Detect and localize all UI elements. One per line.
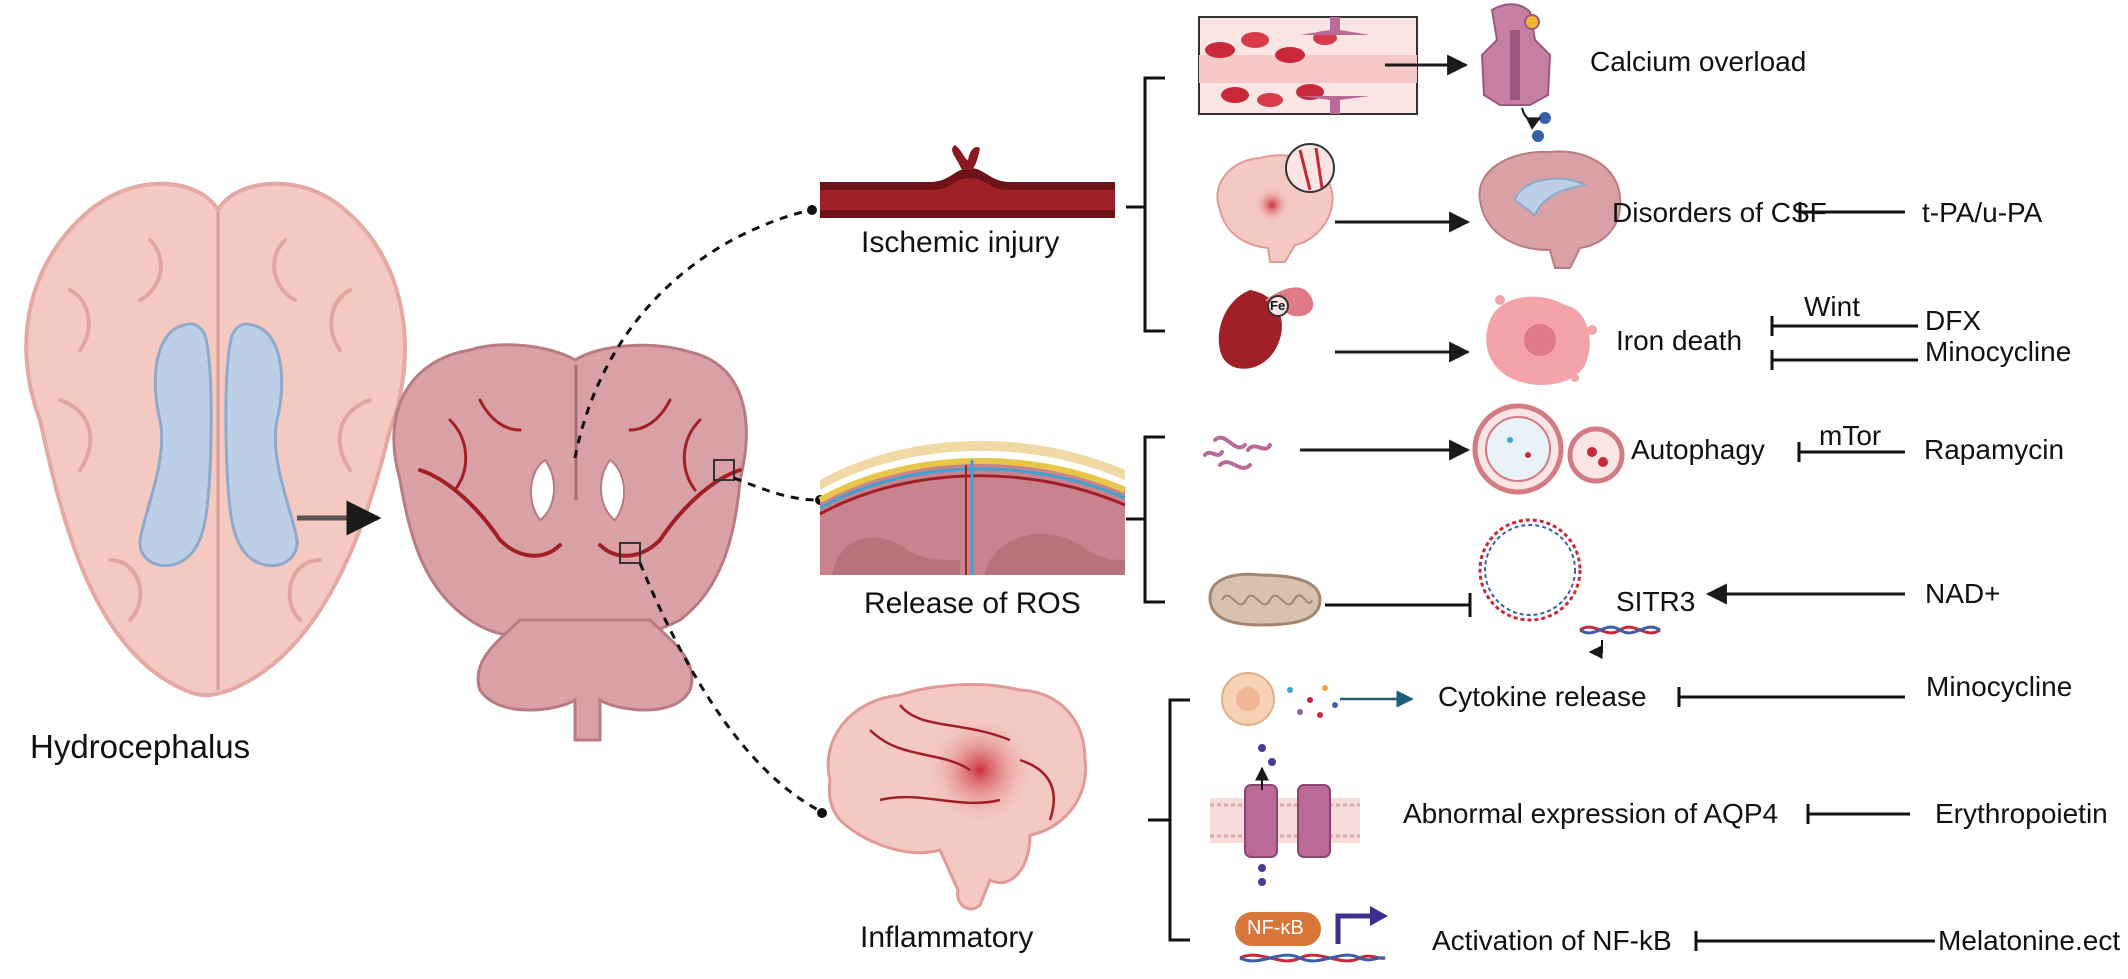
dfx-label: DFX bbox=[1925, 305, 1981, 336]
minocycline-label-2: Minocycline bbox=[1926, 671, 2073, 702]
autophagy-label: Autophagy bbox=[1631, 434, 1765, 465]
erythropoietin-label: Erythropoietin bbox=[1935, 798, 2108, 829]
rapamycin-label: Rapamycin bbox=[1924, 434, 2065, 465]
release-ros-label: Release of ROS bbox=[864, 587, 1081, 620]
brain-ventricle-illustration bbox=[1478, 150, 1622, 269]
nfkb-activation-label: Activation of NF-kB bbox=[1432, 925, 1672, 956]
fe-badge: Fe bbox=[1270, 298, 1286, 313]
inhibit-minocycline-2 bbox=[1677, 687, 1905, 707]
mitochondrion-inhibit-line bbox=[1325, 593, 1472, 617]
nfkb-badge: NF-κB bbox=[1247, 917, 1304, 939]
nfkb-illustration bbox=[1235, 906, 1388, 963]
connector-ischemic bbox=[573, 208, 811, 459]
coronal-brain-illustration bbox=[392, 343, 748, 742]
aqp4-channel-illustration bbox=[1210, 744, 1360, 886]
melatonine-label: Melatonine.ect bbox=[1938, 925, 2121, 956]
immune-cell-illustration bbox=[1221, 672, 1338, 726]
aqp4-label: Abnormal expression of AQP4 bbox=[1403, 798, 1779, 829]
connector-inflammatory bbox=[638, 562, 823, 814]
inhibit-tpa bbox=[1798, 202, 1905, 222]
mtor-label: mTor bbox=[1819, 420, 1882, 451]
mitochondrion-illustration bbox=[1208, 572, 1322, 627]
dying-cell-illustration bbox=[1486, 295, 1597, 385]
autophagosome-illustration bbox=[1472, 403, 1625, 495]
minocycline-label-1: Minocycline bbox=[1925, 336, 2072, 367]
ischemic-injury-label: Ischemic injury bbox=[861, 226, 1060, 259]
disorders-csf-label: Disorders of CSF bbox=[1612, 197, 1827, 228]
ros-cortex-illustration bbox=[818, 440, 1127, 575]
calcium-channel-illustration bbox=[1480, 3, 1552, 142]
bracket-ischemic bbox=[1126, 76, 1165, 333]
inhibit-rapamycin bbox=[1797, 442, 1905, 462]
bracket-inflammatory bbox=[1148, 698, 1190, 942]
nad-label: NAD+ bbox=[1925, 578, 2001, 609]
inhibit-wint-dfx bbox=[1770, 316, 1918, 336]
iron-cell-illustration bbox=[1218, 287, 1314, 369]
tpa-upa-label: t-PA/u-PA bbox=[1922, 197, 2043, 228]
ischemic-vessel-illustration bbox=[820, 145, 1115, 218]
iron-death-label: Iron death bbox=[1616, 325, 1743, 356]
inhibit-melatonine bbox=[1694, 931, 1935, 951]
cytokine-release-label: Cytokine release bbox=[1438, 681, 1647, 712]
inflammatory-brain-illustration bbox=[826, 683, 1088, 911]
inflammatory-label: Inflammatory bbox=[860, 921, 1034, 954]
ros-molecules-illustration bbox=[1203, 435, 1272, 470]
blood-vessel-box bbox=[1198, 16, 1418, 115]
hydrocephalus-label: Hydrocephalus bbox=[30, 728, 251, 765]
inhibit-minocycline-1 bbox=[1770, 350, 1918, 370]
connector-ros bbox=[733, 476, 819, 502]
calcium-overload-label: Calcium overload bbox=[1590, 46, 1807, 77]
bracket-ros bbox=[1126, 435, 1165, 604]
sitr3-label: SITR3 bbox=[1616, 586, 1696, 617]
wint-label: Wint bbox=[1804, 291, 1860, 322]
hydrocephalus-brain-illustration bbox=[24, 181, 407, 698]
sirt3-dna-illustration bbox=[1478, 518, 1661, 659]
inhibit-erythropoietin bbox=[1806, 804, 1910, 824]
brain-with-lesion-illustration bbox=[1216, 143, 1335, 263]
